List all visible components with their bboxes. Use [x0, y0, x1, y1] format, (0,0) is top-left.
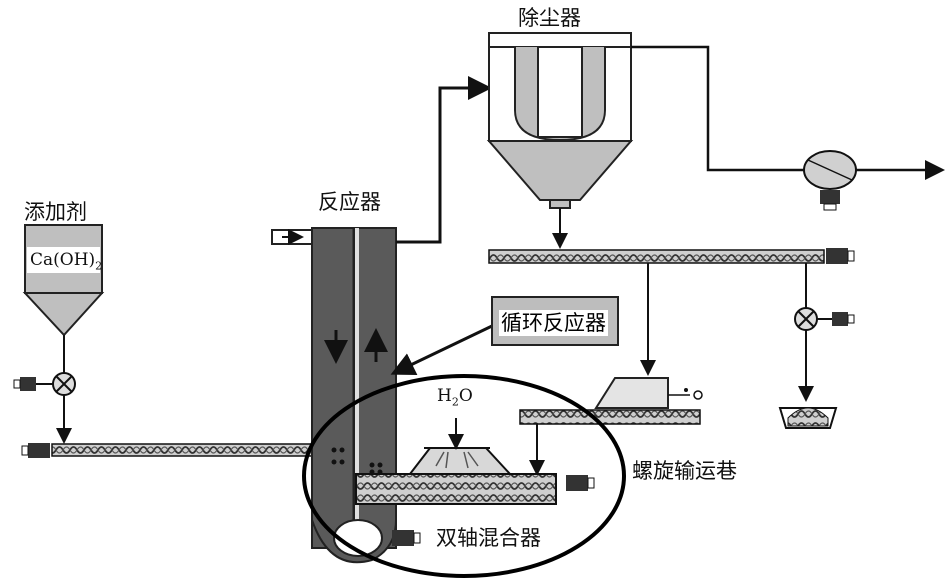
additive-hopper — [22, 224, 105, 337]
additive-label: 添加剂 — [24, 200, 87, 224]
circulating-reactor-pointer — [390, 324, 493, 376]
recycle-screw-conveyor — [519, 409, 701, 425]
flue-gas-duct — [396, 76, 492, 244]
feed-screw-conveyor — [21, 443, 318, 458]
ash-bin — [778, 407, 838, 429]
mixer-highlight-ellipse — [302, 374, 626, 578]
reactor-label: 反应器 — [318, 190, 381, 214]
circulating-reactor-label: 循环反应器 — [499, 310, 608, 336]
twin-shaft-mixer-body — [355, 418, 595, 505]
recycle-feeder — [594, 377, 703, 409]
clean-gas-duct — [631, 45, 805, 172]
rotary-valve-left — [13, 372, 76, 396]
circulating-reactor-callout: 循环反应器 — [491, 296, 619, 346]
calcium-hydroxide-formula: Ca(OH)2 — [30, 250, 103, 273]
rotary-valve-right — [794, 307, 855, 331]
reactor-base-motor — [392, 530, 421, 546]
reactor-column — [271, 227, 397, 564]
induced-draft-fan — [803, 150, 857, 211]
screw-conveyor-label: 螺旋输运巷 — [632, 459, 737, 483]
twin-shaft-mixer-label: 双轴混合器 — [436, 526, 541, 550]
dust-collector — [486, 32, 634, 209]
ash-screw-conveyor — [488, 248, 855, 264]
water-formula: H2O — [437, 386, 473, 409]
dust-collector-label: 除尘器 — [518, 6, 581, 30]
